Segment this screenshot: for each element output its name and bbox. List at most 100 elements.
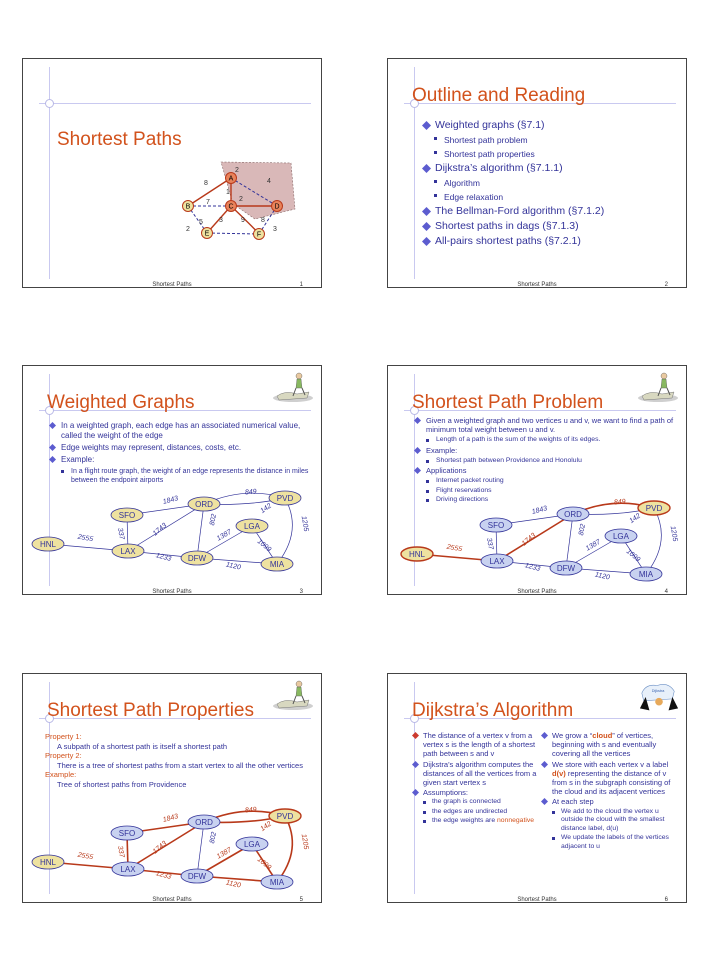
route-distance-label: 1843 [162,495,179,506]
route-distance-label: 1205 [300,833,310,850]
sub-bullet: Shortest path between Providence and Hon… [414,457,678,466]
airport-code: DFW [188,554,207,563]
route-edge [127,503,205,552]
slide-title: Shortest Paths [57,129,182,150]
airport-code: LAX [489,557,505,566]
node-e: E [205,231,210,238]
bullet-item: Given a weighted graph and two vertices … [414,416,678,434]
page-number: 3 [299,589,303,595]
property-heading: Example: [45,770,77,779]
route-edge [127,821,205,870]
rule-line [49,374,50,586]
bullet-text: Shortest paths in dags (§7.1.3) [435,220,579,232]
airport-code: LAX [120,865,136,874]
diamond-bullet-icon [414,417,421,424]
property-text: There is a tree of shortest paths from a… [57,760,303,770]
bullet-list: In a weighted graph, each edge has an as… [49,421,313,486]
sub-bullet: the edges are undirected [412,808,537,817]
route-distance-label: 1099 [625,548,642,563]
bullet-list: Weighted graphs (§7.1) Shortest path pro… [422,119,678,250]
bullet-text: Edge weights may represent, distances, c… [61,443,242,452]
slide-4: Shortest Path Problem Given a weighted g… [387,365,687,595]
route-distance-label: 2555 [76,852,94,862]
route-edge [276,815,294,883]
route-edge [496,513,574,562]
route-distance-label: 1120 [225,562,241,572]
airport-node [235,836,269,852]
rule-knob [410,406,419,415]
airport-code: MIA [270,878,285,887]
airport-node [180,550,214,566]
slide-3: Weighted Graphs In a weighted graph, eac… [22,365,322,595]
bullet-text: Dijkstra’s algorithm (§7.1.1) [435,162,563,174]
diamond-bullet-icon [422,222,431,231]
diamond-bullet-icon [422,237,431,246]
bullet-text: We grow a “ [552,731,593,740]
edge-weight: 7 [206,199,210,206]
sub-bullet: Edge relaxation [422,191,678,204]
bullet-item: Shortest paths in dags (§7.1.3) [422,220,678,233]
diamond-bullet-icon [422,121,431,130]
clip-label: Dijkstra [652,689,666,693]
route-distance-label: 1099 [256,856,273,871]
bullet-text: Given a weighted graph and two vertices … [426,416,674,434]
airport-node [110,507,144,523]
diamond-bullet-icon [541,732,548,739]
route-distance-label: 1843 [531,505,548,516]
diamond-bullet-icon [422,164,431,173]
slide-title: Weighted Graphs [47,392,195,413]
diamond-bullet-icon [49,422,56,429]
route-distance-label: 802 [209,831,218,844]
sub-bullet: We update the labels of the vertices adj… [541,834,681,851]
property-text: Tree of shortest paths from Providence [57,779,187,789]
bullet-item: Edge weights may represent, distances, c… [49,443,313,453]
airport-node [187,496,221,512]
route-distance-label: 1743 [152,522,169,537]
airport-node [235,518,269,534]
rule-line [39,718,311,719]
route-distance-label: 1743 [521,532,538,547]
slide-2: Outline and Reading Weighted graphs (§7.… [387,58,687,288]
footer-title: Shortest Paths [152,589,192,595]
airport-node [479,517,513,533]
airport-code: ORD [195,500,213,509]
route-distance-label: 337 [116,845,125,859]
route-distance-label: 849 [245,807,257,815]
dijkstra-portrait-icon: Dijkstra [639,684,679,711]
diamond-bullet-icon [541,760,548,768]
property-list: Property 1: A subpath of a shortest path… [45,732,311,789]
footer-title: Shortest Paths [152,282,192,288]
route-distance-label: 1233 [155,552,172,563]
rule-knob [45,714,54,723]
traveler-clipart-icon [273,680,313,710]
airport-node [604,528,638,544]
bullet-list: Given a weighted graph and two vertices … [414,416,678,506]
route-distance-label: 1205 [300,515,310,532]
bullet-item: The distance of a vertex v from a vertex… [412,731,537,759]
right-column: We grow a “cloud” of vertices, beginning… [541,731,681,852]
page-number: 5 [299,897,303,903]
node-d: D [274,204,279,211]
property-text: A subpath of a shortest path is itself a… [57,741,228,751]
airport-code: ORD [564,510,582,519]
edge-weight: 3 [273,226,277,233]
rule-line [49,67,50,279]
airport-code: LGA [244,522,261,531]
route-distance-label: 1387 [216,846,234,860]
route-distance-label: 1387 [216,528,234,542]
airport-node [549,560,583,576]
airport-code: LGA [244,840,261,849]
slide-5: Shortest Path Properties Property 1: A s… [22,673,322,903]
diamond-bullet-icon [49,456,56,463]
node-f: F [257,232,261,239]
bullet-text: Assumptions: [423,788,469,798]
bullet-text: Weighted graphs (§7.1) [435,119,545,131]
bullet-item: In a weighted graph, each edge has an as… [49,421,313,441]
bullet-item: Assumptions: [412,788,537,797]
bullet-text: Dijkstra’s algorithm computes the distan… [423,759,537,788]
sub-bullet: Driving directions [414,496,678,505]
bullet-text: All-pairs shortest paths (§7.2.1) [435,235,581,247]
slide-title: Outline and Reading [412,85,586,106]
airport-code: HNL [40,540,57,549]
